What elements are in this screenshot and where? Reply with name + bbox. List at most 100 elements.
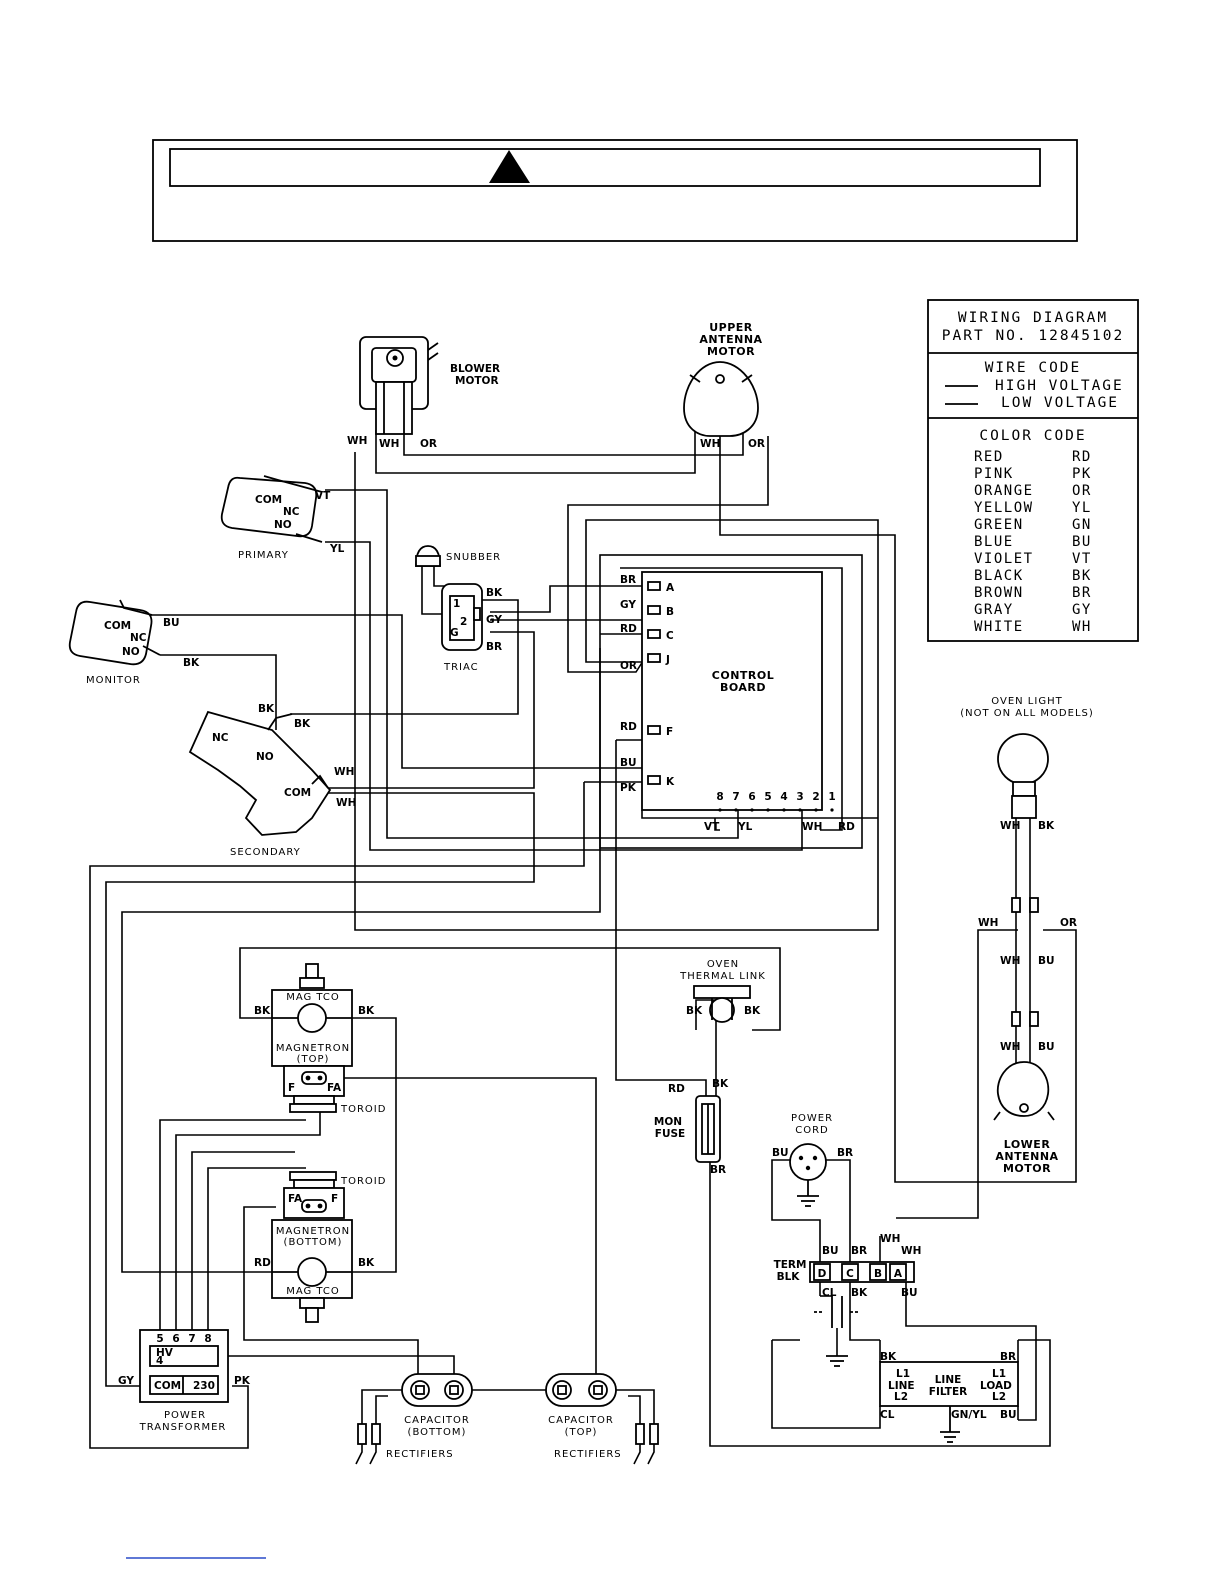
capacitor-top-label-1: CAPACITOR xyxy=(548,1415,614,1426)
power-transformer-label-2: TRANSFORMER xyxy=(139,1422,227,1433)
wire-label: GY xyxy=(118,1375,134,1387)
wire-label: RD xyxy=(620,721,637,733)
board-pin-dot xyxy=(718,808,722,812)
term-blk-cell xyxy=(841,1263,859,1281)
color-abbrev: WH xyxy=(1072,619,1092,635)
color-abbrev: VT xyxy=(1072,551,1092,567)
primary-nc-label: NC xyxy=(283,506,300,518)
wire-label: WH xyxy=(1000,955,1020,967)
color-abbrev: BU xyxy=(1072,534,1092,550)
wire-label: BU xyxy=(1038,955,1055,967)
wire-label: BU xyxy=(1000,1409,1017,1421)
wire-label: CL xyxy=(880,1409,895,1421)
transformer-hv-4-label: 4 xyxy=(156,1355,163,1367)
magnetron-top-f: F xyxy=(288,1082,295,1094)
control-board-label-2: BOARD xyxy=(720,681,766,694)
board-terminal-tab xyxy=(647,581,661,591)
transformer-230-label: 230 xyxy=(193,1380,215,1392)
wire-label: BK xyxy=(358,1005,375,1017)
lower-antenna-label-2: ANTENNA xyxy=(995,1150,1058,1163)
color-name: GRAY xyxy=(974,602,1014,618)
magnetron-top-label-2: (TOP) xyxy=(297,1054,330,1065)
board-terminal-J: J xyxy=(665,654,670,666)
blower-motor: BLOWER MOTOR xyxy=(359,336,500,435)
secondary-switch: NC NO COM SECONDARY xyxy=(188,710,332,858)
line-filter-label-1: LINE xyxy=(935,1374,962,1386)
board-terminal-tab xyxy=(647,775,661,785)
wire-label: OR xyxy=(1060,917,1077,929)
oven-light: OVEN LIGHT (NOT ON ALL MODELS) xyxy=(960,696,1093,1027)
wire-label: BU xyxy=(163,617,180,629)
line-filter-l2-right: L2 xyxy=(992,1391,1006,1403)
board-pin-2: 2 xyxy=(812,791,819,803)
color-abbrev: GY xyxy=(1072,602,1092,618)
wire-label: WH xyxy=(347,435,367,447)
transformer-pin-5: 5 xyxy=(156,1333,163,1345)
color-abbrev: BR xyxy=(1072,585,1092,601)
upper-antenna-label-2: ANTENNA xyxy=(699,333,762,346)
board-pin-5: 5 xyxy=(764,791,771,803)
color-abbrev: RD xyxy=(1072,449,1092,465)
board-pin-4: 4 xyxy=(780,791,787,803)
monitor-switch: COM NC NO MONITOR xyxy=(68,599,161,686)
wire-label: PK xyxy=(234,1375,251,1387)
board-pin-dot xyxy=(798,808,802,812)
wire-label: WH xyxy=(379,438,399,450)
wire-label: OR xyxy=(748,438,765,450)
wire-label: RD xyxy=(668,1083,685,1095)
monitor-no-label: NO xyxy=(122,646,140,658)
wires xyxy=(89,423,1077,1449)
wire-label: BK xyxy=(294,718,311,730)
wire-label: BK xyxy=(712,1078,729,1090)
triac: 1 2 G TRIAC xyxy=(441,583,483,673)
line-filter: L1 LINE L2 LINE FILTER L1 LOAD L2 xyxy=(879,1340,1019,1443)
capacitor-top-label-2: (TOP) xyxy=(565,1427,598,1438)
legend-box: WIRING DIAGRAM PART NO. 12845102 WIRE CO… xyxy=(927,299,1139,642)
primary-switch: COM NC NO PRIMARY xyxy=(220,475,323,561)
wire-labels: WH WH OR WH OR VT YL BU BK BK BK WH WH B… xyxy=(118,435,1077,1421)
board-terminal-C: C xyxy=(666,630,674,642)
wire-label: GY xyxy=(620,599,636,611)
high-voltage-label: HIGH VOLTAGE xyxy=(995,378,1124,394)
board-pin-7: 7 xyxy=(732,791,739,803)
color-name: GREEN xyxy=(974,517,1024,533)
lower-antenna-label-1: LOWER xyxy=(1004,1138,1051,1151)
magnetron-top: MAG TCO MAGNETRON (TOP) F FA TOROID xyxy=(271,963,385,1115)
board-terminal-tab xyxy=(647,725,661,735)
transformer-pin-8: 8 xyxy=(204,1333,211,1345)
rectifiers-left-label: RECTIFIERS xyxy=(386,1449,454,1460)
wire-label: WH xyxy=(334,766,354,778)
wire-label: WH xyxy=(880,1233,900,1245)
wire-code-title: WIRE CODE xyxy=(985,360,1082,376)
transformer-pin-6: 6 xyxy=(172,1333,179,1345)
rectifiers-left: RECTIFIERS xyxy=(355,1423,454,1465)
color-name: BLACK xyxy=(974,568,1024,584)
triac-pin-2: 2 xyxy=(460,616,467,628)
wire-label: WH xyxy=(901,1245,921,1257)
wire-label: GY xyxy=(486,614,502,626)
snubber: SNUBBER xyxy=(415,545,500,615)
color-abbrev: BK xyxy=(1072,568,1092,584)
color-name: WHITE xyxy=(974,619,1024,635)
board-pin-dot xyxy=(830,808,834,812)
wire-label: BK xyxy=(254,1005,271,1017)
line-filter-l2-left: L2 xyxy=(894,1391,908,1403)
line-filter-line: LINE xyxy=(888,1380,915,1392)
wire-label: BU xyxy=(901,1287,918,1299)
term-blk-terminal-B: B xyxy=(874,1268,882,1280)
mon-fuse-label-1: MON xyxy=(654,1116,682,1128)
wire-label: WH xyxy=(978,917,998,929)
board-terminal-A: A xyxy=(666,582,675,594)
wire-label: BU xyxy=(772,1147,789,1159)
triac-pin-1: 1 xyxy=(453,598,460,610)
board-pin-dot xyxy=(766,808,770,812)
wire-label: BK xyxy=(851,1287,868,1299)
wire-label: RD xyxy=(838,821,855,833)
wire-label: WH xyxy=(1000,820,1020,832)
wire-label: BR xyxy=(710,1164,726,1176)
magnetron-bottom-label-1: MAGNETRON xyxy=(276,1226,350,1237)
wire-label: BK xyxy=(486,587,503,599)
capacitor-bottom-label-2: (BOTTOM) xyxy=(408,1427,467,1438)
